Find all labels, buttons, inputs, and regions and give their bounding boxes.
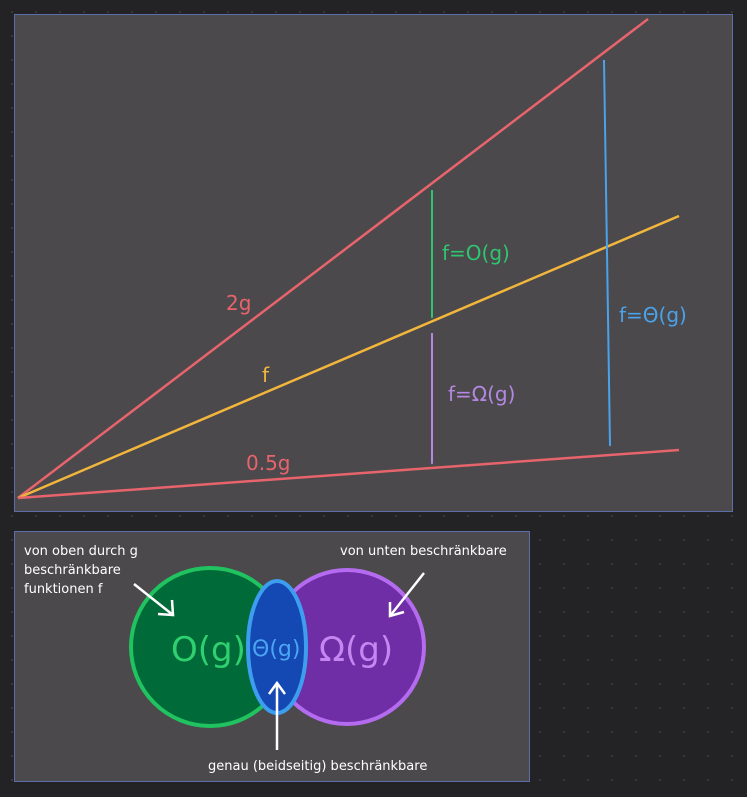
- upper-bound-note: von oben durch g beschränkbare funktione…: [24, 544, 142, 597]
- big-theta-label: f=Θ(g): [619, 303, 687, 327]
- tight-bound-pointer-arrow: [267, 680, 287, 750]
- lower-bound-note: von unten beschränkbare: [340, 544, 507, 559]
- big-o-label: f=O(g): [442, 241, 510, 265]
- half-g-line: [17, 448, 680, 500]
- two-g-line: [17, 18, 649, 499]
- big-omega-label: f=Ω(g): [448, 382, 515, 406]
- tight-bound-note: genau (beidseitig) beschränkbare: [208, 759, 427, 774]
- theta-set-label: Θ(g): [252, 637, 300, 662]
- lower-bound-pointer-arrow: [388, 572, 425, 618]
- two-g-label: 2g: [226, 291, 251, 315]
- big-o-set-label: O(g): [171, 630, 246, 670]
- half-g-label: 0.5g: [246, 451, 291, 475]
- f-label: f: [262, 363, 270, 387]
- big-theta-arrow: [604, 60, 610, 445]
- omega-set-label: Ω(g): [319, 630, 393, 670]
- f-line: [17, 214, 680, 500]
- upper-bound-pointer-arrow: [133, 583, 175, 617]
